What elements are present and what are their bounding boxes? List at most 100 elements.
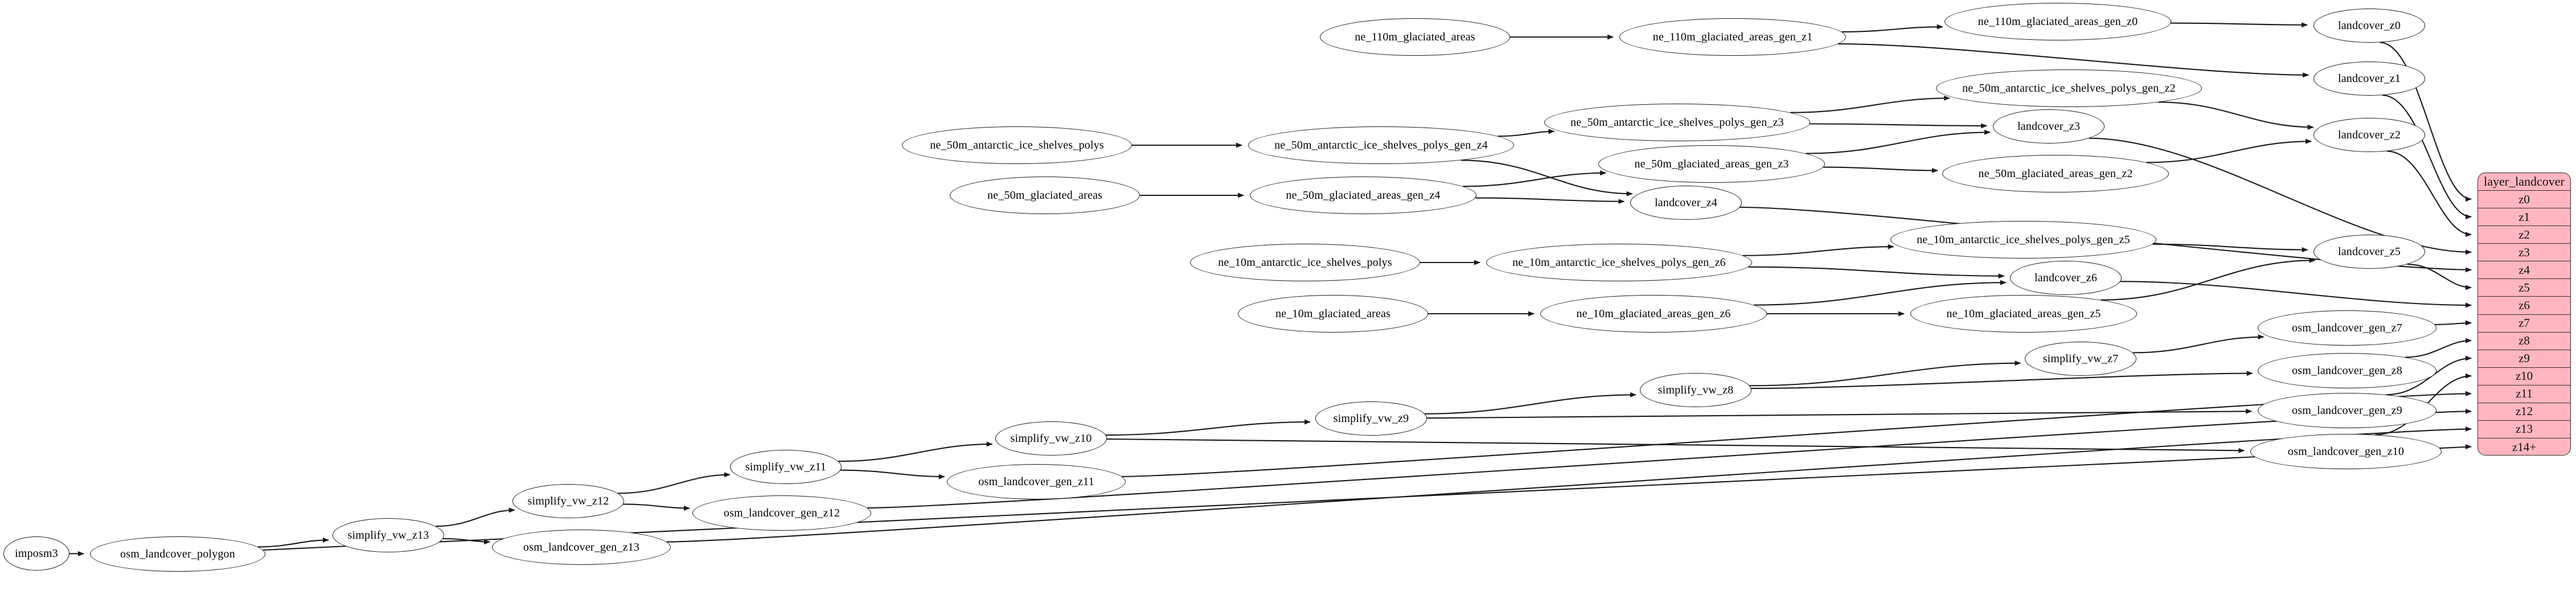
graph-node-label: osm_landcover_gen_z11 <box>978 475 1094 488</box>
graph-node-label: ne_50m_glaciated_areas_gen_z3 <box>1634 158 1789 170</box>
graph-node-osm_landcover_gen_z11[interactable]: osm_landcover_gen_z11 <box>947 464 1126 499</box>
graph-edge <box>1106 419 1311 436</box>
table-row[interactable]: z1 <box>2478 208 2570 227</box>
graph-node-label: ne_50m_antarctic_ice_shelves_polys_gen_z… <box>1274 139 1488 151</box>
graph-node-label: landcover_z4 <box>1654 196 1718 209</box>
graph-node-ne_50m_antarctic_ice_shelves_polys[interactable]: ne_50m_antarctic_ice_shelves_polys <box>902 126 1132 164</box>
graph-node-landcover_z5[interactable]: landcover_z5 <box>2314 235 2425 269</box>
graph-node-landcover_z3[interactable]: landcover_z3 <box>1993 109 2105 143</box>
graph-node-ne_50m_antarctic_ice_shelves_polys_gen_z3[interactable]: ne_50m_antarctic_ice_shelves_polys_gen_z… <box>1544 104 1810 141</box>
graph-node-label: ne_110m_glaciated_areas_gen_z1 <box>1652 31 1813 43</box>
graph-node-osm_landcover_gen_z9[interactable]: osm_landcover_gen_z9 <box>2258 393 2436 428</box>
table-row[interactable]: z11 <box>2478 386 2570 403</box>
graph-node-simplify_vw_z7[interactable]: simplify_vw_z7 <box>2025 342 2136 376</box>
graph-node-ne_110m_glaciated_areas_gen_z1[interactable]: ne_110m_glaciated_areas_gen_z1 <box>1619 18 1846 56</box>
table-header: layer_landcover <box>2478 173 2570 191</box>
graph-node-label: ne_50m_glaciated_areas_gen_z4 <box>1286 189 1441 202</box>
graph-node-ne_10m_antarctic_ice_shelves_polys_gen_z5[interactable]: ne_10m_antarctic_ice_shelves_polys_gen_z… <box>1890 221 2156 259</box>
graph-node-label: simplify_vw_z10 <box>1010 432 1092 445</box>
graph-edge <box>1749 360 2021 387</box>
graph-node-label: ne_50m_glaciated_areas_gen_z2 <box>1978 167 2133 180</box>
graph-edge <box>2434 320 2472 326</box>
graph-node-osm_landcover_gen_z10[interactable]: osm_landcover_gen_z10 <box>2250 434 2442 469</box>
table-row[interactable]: z14+ <box>2512 440 2537 454</box>
table-row[interactable]: z3 <box>2478 244 2570 262</box>
graph-node-osm_landcover_gen_z13[interactable]: osm_landcover_gen_z13 <box>492 530 671 565</box>
graph-node-ne_10m_glaciated_areas_gen_z6[interactable]: ne_10m_glaciated_areas_gen_z6 <box>1540 295 1767 333</box>
graph-node-simplify_vw_z9[interactable]: simplify_vw_z9 <box>1315 401 1427 436</box>
graph-edge <box>1426 408 2253 419</box>
graph-node-simplify_vw_z11[interactable]: simplify_vw_z11 <box>730 450 842 484</box>
table-row[interactable]: z9 <box>2478 350 2570 368</box>
graph-node-landcover_z0[interactable]: landcover_z0 <box>2314 9 2425 43</box>
graph-node-landcover_z4[interactable]: landcover_z4 <box>1630 186 1742 220</box>
graph-edge <box>2171 22 2308 28</box>
graph-node-simplify_vw_z13[interactable]: simplify_vw_z13 <box>333 518 444 552</box>
graph-node-ne_50m_glaciated_areas_gen_z4[interactable]: ne_50m_glaciated_areas_gen_z4 <box>1250 177 1476 214</box>
graph-node-label: landcover_z0 <box>2337 19 2401 32</box>
graph-node-osm_landcover_gen_z12[interactable]: osm_landcover_gen_z12 <box>692 495 871 531</box>
graph-node-label: osm_landcover_gen_z9 <box>2292 404 2402 417</box>
table-row[interactable]: z8 <box>2478 333 2570 350</box>
graph-edge <box>2152 243 2308 253</box>
table-row[interactable]: z5 <box>2478 279 2570 297</box>
graph-node-ne_110m_glaciated_areas_gen_z0[interactable]: ne_110m_glaciated_areas_gen_z0 <box>1945 3 2171 40</box>
graph-edge <box>623 503 690 511</box>
graph-node-label: osm_landcover_gen_z10 <box>2287 445 2405 458</box>
graph-node-ne_10m_glaciated_areas_gen_z5[interactable]: ne_10m_glaciated_areas_gen_z5 <box>1910 295 2137 333</box>
graph-edge <box>1841 24 1943 33</box>
graph-edge <box>618 472 731 494</box>
graph-node-label: simplify_vw_z12 <box>527 495 609 507</box>
graph-node-label: simplify_vw_z7 <box>2042 352 2119 365</box>
graph-node-label: osm_landcover_gen_z8 <box>2292 364 2402 377</box>
graph-node-ne_50m_glaciated_areas_gen_z3[interactable]: ne_50m_glaciated_areas_gen_z3 <box>1598 145 1825 183</box>
graph-node-label: ne_10m_antarctic_ice_shelves_polys_gen_z… <box>1512 256 1726 269</box>
graph-node-osm_landcover_gen_z8[interactable]: osm_landcover_gen_z8 <box>2258 353 2436 388</box>
table-row[interactable]: z2 <box>2478 226 2570 244</box>
graph-node-ne_110m_glaciated_areas[interactable]: ne_110m_glaciated_areas <box>1320 18 1510 56</box>
graph-edge <box>838 441 993 462</box>
graph-node-label: ne_10m_glaciated_areas_gen_z6 <box>1576 307 1731 320</box>
graph-node-ne_50m_antarctic_ice_shelves_polys_gen_z4[interactable]: ne_50m_antarctic_ice_shelves_polys_gen_z… <box>1248 126 1514 164</box>
graph-node-ne_10m_antarctic_ice_shelves_polys[interactable]: ne_10m_antarctic_ice_shelves_polys <box>1190 244 1420 281</box>
graph-node-label: osm_landcover_polygon <box>120 548 235 560</box>
graph-edge <box>2101 257 2316 301</box>
graph-node-label: simplify_vw_z13 <box>347 529 429 542</box>
graph-node-landcover_z6[interactable]: landcover_z6 <box>2010 261 2122 295</box>
graph-node-ne_10m_antarctic_ice_shelves_polys_gen_z6[interactable]: ne_10m_antarctic_ice_shelves_polys_gen_z… <box>1486 244 1752 281</box>
graph-node-osm_landcover_gen_z7[interactable]: osm_landcover_gen_z7 <box>2258 310 2436 346</box>
graph-node-osm_landcover_polygon[interactable]: osm_landcover_polygon <box>90 536 265 572</box>
table-row[interactable]: z10 <box>2478 368 2570 386</box>
graph-node-ne_50m_antarctic_ice_shelves_polys_gen_z2[interactable]: ne_50m_antarctic_ice_shelves_polys_gen_z… <box>1936 69 2202 107</box>
graph-edge <box>1823 166 1938 173</box>
table-row[interactable]: z12 <box>2478 403 2570 421</box>
graph-node-label: simplify_vw_z11 <box>745 461 827 473</box>
graph-node-label: simplify_vw_z9 <box>1333 412 1409 425</box>
graph-node-simplify_vw_z10[interactable]: simplify_vw_z10 <box>995 421 1107 456</box>
graph-node-simplify_vw_z12[interactable]: simplify_vw_z12 <box>512 484 624 518</box>
table-row[interactable]: z4 <box>2478 261 2570 280</box>
graph-node-simplify_vw_z8[interactable]: simplify_vw_z8 <box>1640 373 1751 407</box>
table-row[interactable]: z6 <box>2478 297 2570 315</box>
graph-node-ne_50m_glaciated_areas[interactable]: ne_50m_glaciated_areas <box>950 177 1140 214</box>
graph-node-label: ne_10m_antarctic_ice_shelves_polys <box>1218 256 1392 269</box>
graph-node-label: osm_landcover_gen_z7 <box>2292 322 2402 334</box>
graph-node-label: ne_50m_antarctic_ice_shelves_polys_gen_z… <box>1570 116 1784 129</box>
graph-node-imposm3[interactable]: imposm3 <box>3 536 69 571</box>
graph-node-landcover_z1[interactable]: landcover_z1 <box>2314 61 2425 96</box>
graph-node-label: landcover_z1 <box>2337 72 2401 85</box>
graph-node-label: ne_50m_glaciated_areas <box>987 189 1103 202</box>
graph-edge <box>2120 281 2472 308</box>
table-row[interactable]: z13 <box>2478 421 2570 438</box>
graph-edge <box>2382 95 2472 220</box>
graph-node-ne_10m_glaciated_areas[interactable]: ne_10m_glaciated_areas <box>1238 295 1428 333</box>
graph-node-landcover_z2[interactable]: landcover_z2 <box>2314 118 2425 152</box>
graph-node-label: ne_110m_glaciated_areas <box>1355 31 1475 43</box>
graph-edge <box>1106 438 2245 453</box>
graph-edge <box>2405 338 2472 358</box>
table-row[interactable]: z7 <box>2478 315 2570 333</box>
graph-edge <box>840 469 945 479</box>
table-row[interactable]: z0 <box>2478 191 2570 209</box>
graph-node-ne_50m_glaciated_areas_gen_z2[interactable]: ne_50m_glaciated_areas_gen_z2 <box>1942 155 2169 192</box>
